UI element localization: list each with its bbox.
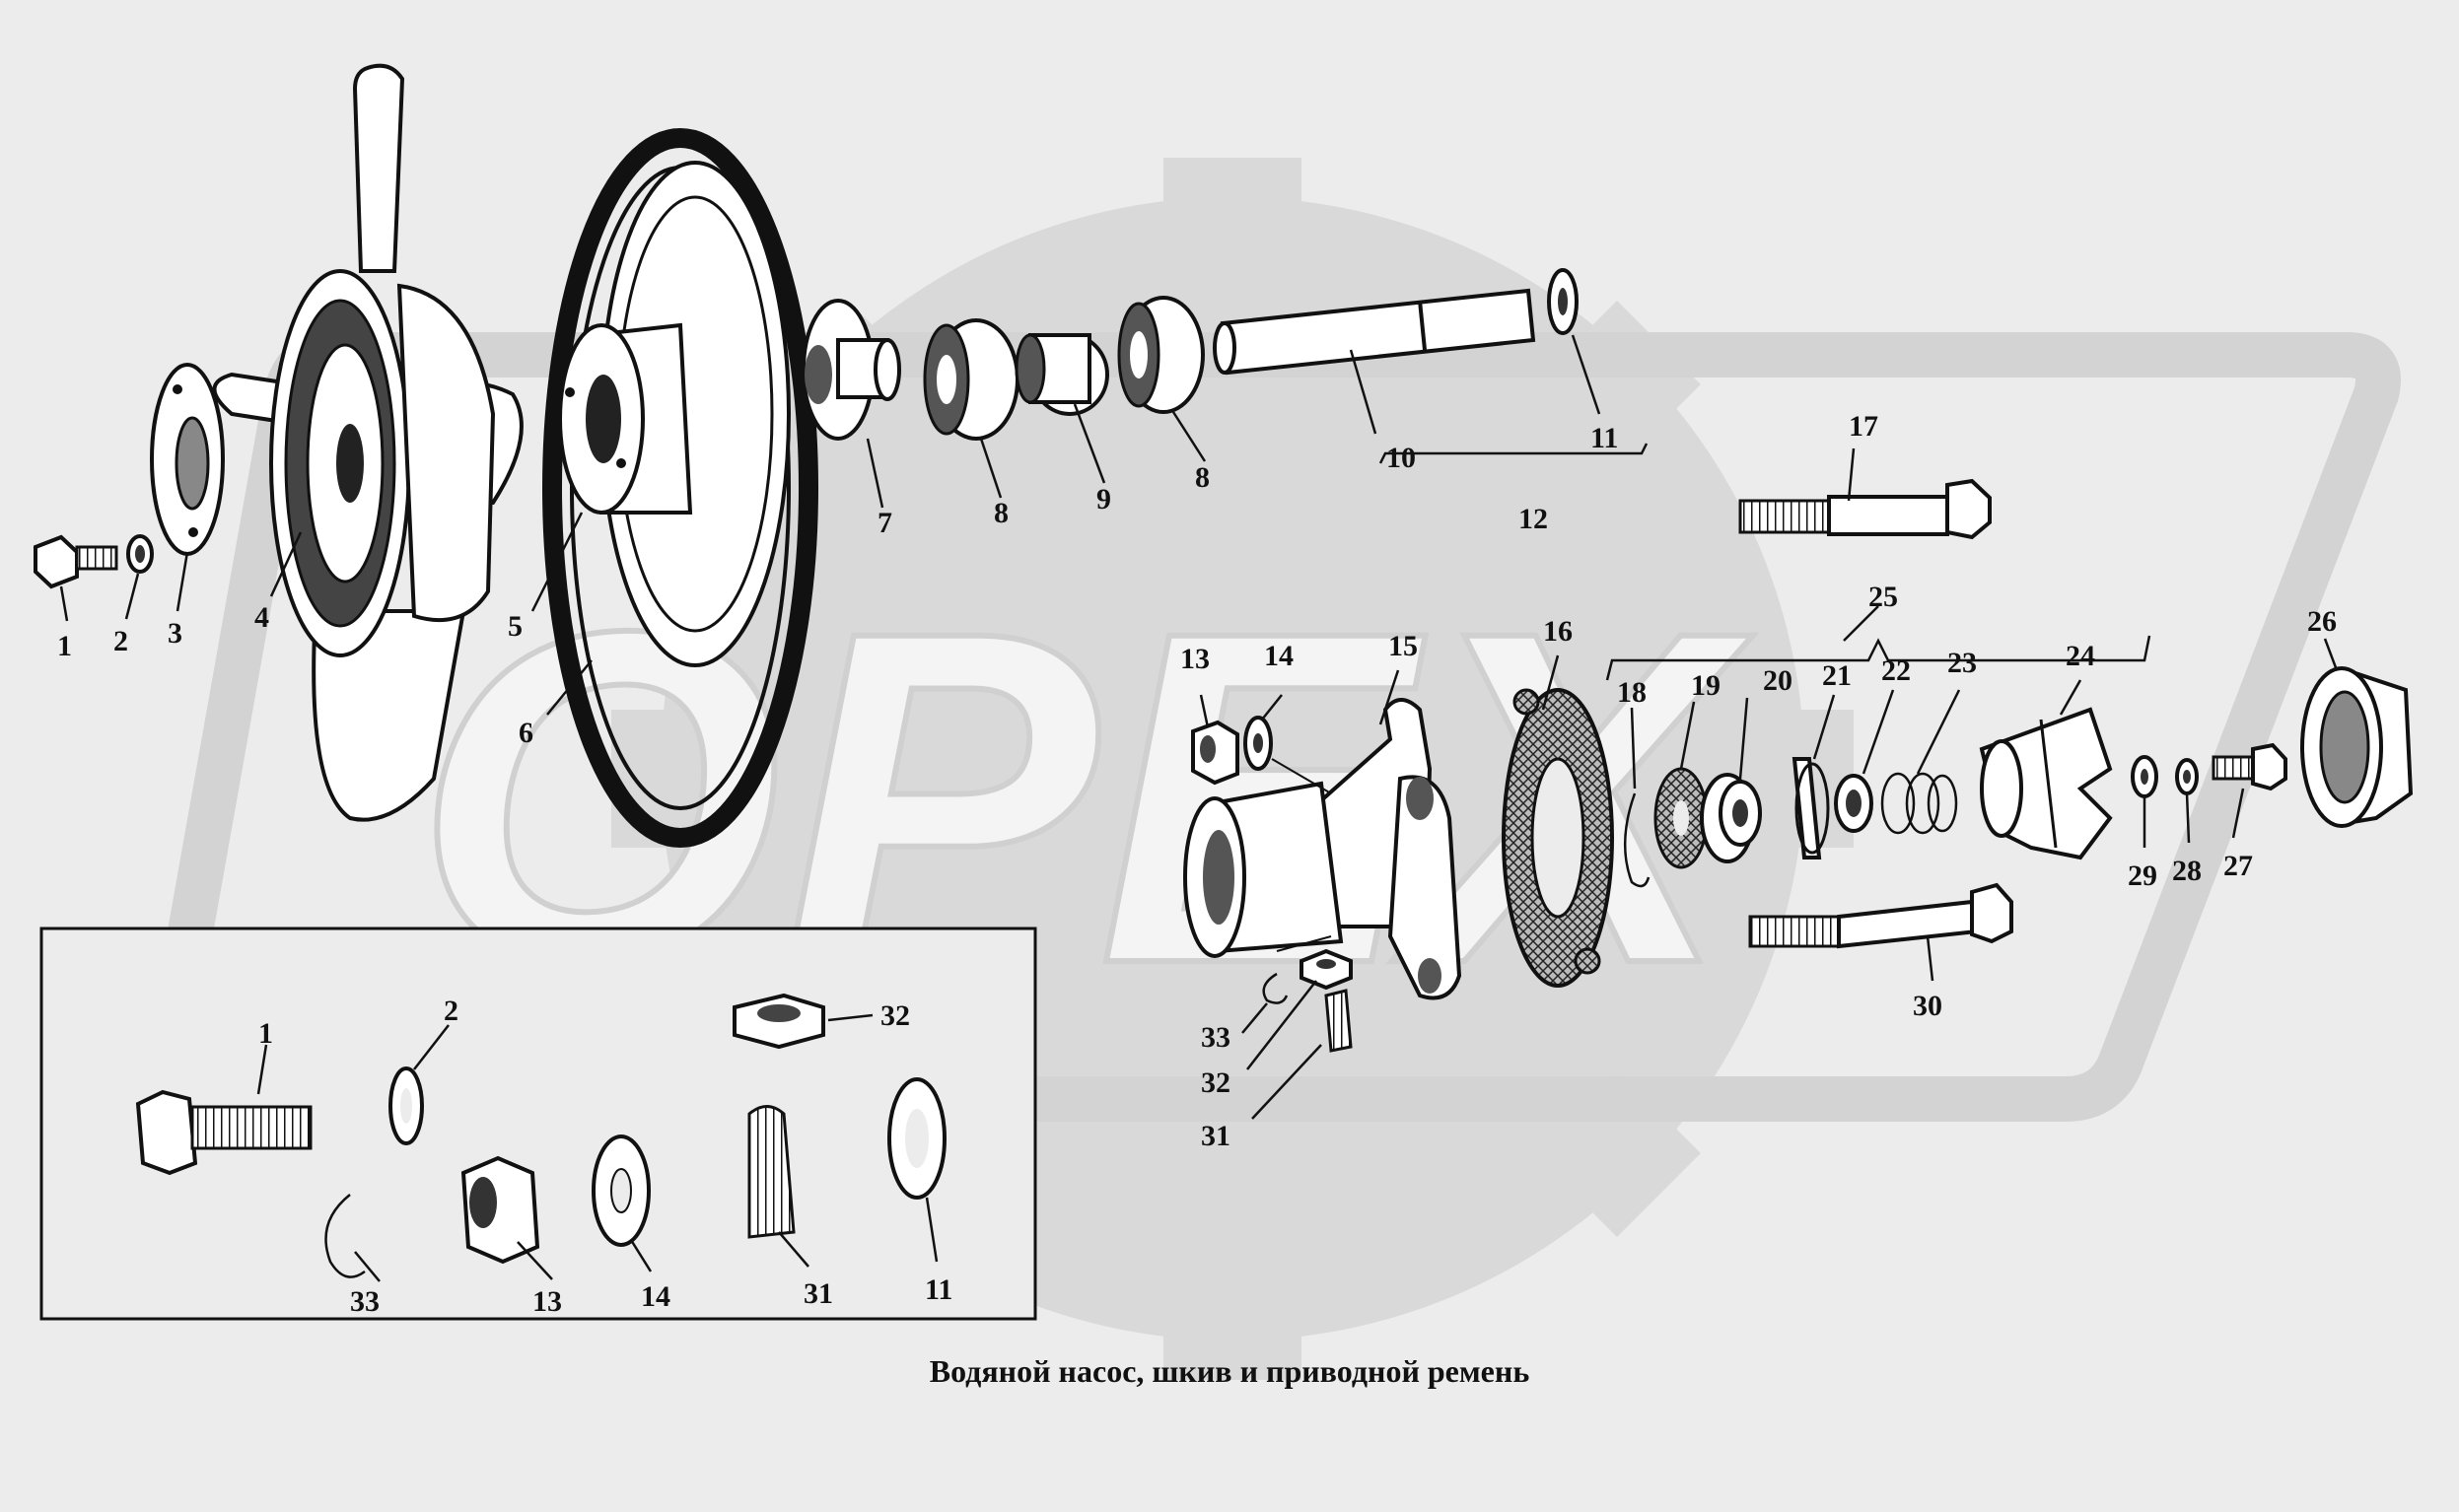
callout-3: 3 [168,617,182,650]
inset-part-31-stud [747,1105,796,1239]
callout-5: 5 [508,610,523,643]
part-29-washer [2131,755,2158,798]
part-32-nut [1300,948,1353,991]
callout-28: 28 [2172,855,2202,887]
callout-labels: 1 2 3 4 5 6 7 8 9 8 10 11 12 17 13 14 15… [57,410,2337,1152]
diagram-caption: Водяной насос, шкив и приводной ремень [930,1353,1530,1389]
callout-20: 20 [1763,664,1792,697]
inset-callout-2: 2 [444,995,458,1027]
part-26-cover [2300,666,2414,828]
callout-14: 14 [1264,640,1294,672]
part-8-bearing-front [923,318,1019,441]
inset-callout-11: 11 [925,1273,952,1306]
callout-27: 27 [2223,850,2253,882]
callout-19: 19 [1691,669,1721,702]
callout-8-front: 8 [994,497,1009,529]
callout-32: 32 [1201,1066,1230,1099]
inset-part-13-nut [460,1155,540,1265]
leader-lines [59,334,2339,1120]
inset-callout-14: 14 [641,1280,670,1313]
inset-part-14-washer [592,1134,651,1247]
callout-10: 10 [1386,442,1416,474]
inset-callout-33: 33 [350,1285,380,1318]
part-4-fan [212,63,524,822]
part-22-ring [1834,774,1873,833]
part-2-lock-washer [126,534,154,574]
callout-24: 24 [2066,640,2095,672]
inset-part-1-bolt [135,1089,313,1176]
callout-12: 12 [1518,503,1548,535]
part-13-nut [1191,720,1239,786]
callout-15: 15 [1388,630,1418,662]
part-18-snap-ring [1624,792,1651,888]
inset-part-32-nut [733,993,825,1050]
callout-23: 23 [1947,647,1977,679]
callout-33: 33 [1201,1021,1230,1054]
callout-1: 1 [57,630,72,662]
callout-30: 30 [1913,990,1942,1022]
callout-31: 31 [1201,1120,1230,1152]
callout-16: 16 [1543,615,1573,648]
inset-callout-13: 13 [532,1285,562,1318]
part-8-bearing-rear [1117,296,1205,414]
part-3-flange-plate [150,363,225,556]
part-23-spring [1880,772,1958,835]
part-21-seal-ring [1792,757,1830,859]
part-11-washer [1547,268,1579,335]
inset-part-11-lock-washer [887,1077,947,1200]
part-15-pump-housing [1183,698,1462,1000]
part-1-bolt [34,534,118,589]
svg-text:OPEX: OPEX [414,532,1754,1062]
callout-7: 7 [878,507,892,539]
part-30-bolt [1748,882,2013,949]
callout-26: 26 [2307,605,2337,638]
callout-9: 9 [1096,483,1111,515]
part-16-gasket [1502,688,1614,988]
callout-18: 18 [1617,676,1647,709]
part-33-ring [1262,972,1289,1004]
inset-callout-1: 1 [258,1017,273,1050]
callout-11: 11 [1590,422,1618,454]
part-10-shaft [1213,288,1536,376]
part-14-washer [1243,716,1273,771]
part-7-hub [802,299,901,441]
callout-17: 17 [1849,410,1878,443]
inset-part-33-ring [324,1194,366,1278]
callout-13: 13 [1180,643,1210,675]
part-19-seal-disc [1653,767,1709,869]
part-31-stud [1324,989,1353,1053]
callout-2: 2 [113,625,128,657]
callout-6: 6 [519,717,533,749]
part-28-washer [2175,758,2199,795]
part-24-impeller [1979,707,2113,860]
callout-21: 21 [1822,659,1852,692]
part-9-spacer [1015,333,1109,416]
callout-25: 25 [1868,581,1898,613]
inset-part-2-lock-washer [388,1066,424,1145]
part-17-bolt [1738,478,1992,540]
inset-leader-lines [256,1013,939,1282]
inset-callout-31: 31 [804,1277,833,1310]
part-20-seal-boot [1700,773,1762,863]
inset-detail-box: 1 2 32 33 13 14 31 11 [39,927,1037,1321]
watermark-lettering: OPEX [411,529,1757,1065]
part-27-bolt [2212,742,2287,791]
callout-4: 4 [254,601,269,634]
part-5-pulley [558,161,791,667]
callout-8-rear: 8 [1195,461,1210,494]
inset-callout-32: 32 [880,999,910,1032]
callout-22: 22 [1881,654,1911,687]
callout-29: 29 [2128,859,2157,892]
